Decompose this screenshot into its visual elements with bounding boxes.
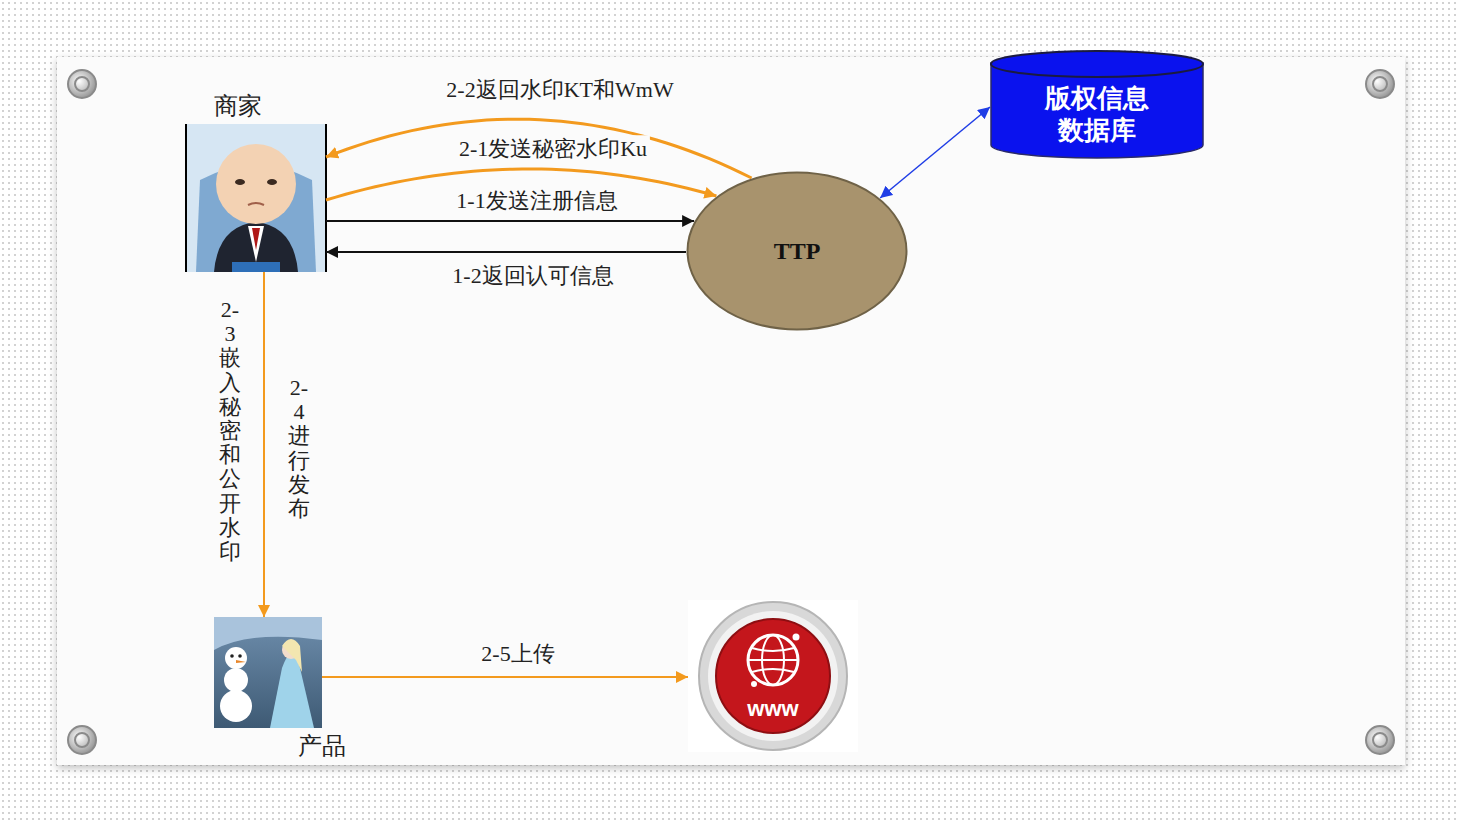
approval-arrow [326,251,686,253]
www-node: www [688,600,858,752]
card-panel [57,57,1405,765]
edge-label: 2-1发送秘密水印Ku [456,135,650,163]
merchant-node: 商家 [186,124,326,272]
www-icon [688,600,858,752]
product-node: 产品 [214,617,322,728]
merchant-picture [186,124,326,272]
product-picture [214,617,322,728]
ttp-ellipse: TTP [686,171,908,331]
node-text: 商家 [214,90,262,122]
database-link [880,107,990,198]
database-cylinder: 版权信息 数据库 [990,50,1204,158]
cylinder-top [991,51,1203,77]
screw-icons [68,70,1394,754]
edge-label: 2-2返回水印KT和WmW [443,76,676,104]
embed-arrow [263,272,265,617]
edge-label: 2-3嵌入秘密和公开水印 [219,298,241,564]
register-arrow [326,220,694,222]
edge-label: 1-1发送注册信息 [453,187,620,215]
edge-label: 1-2返回认可信息 [449,262,616,290]
ttp-shape [688,173,907,330]
return-watermark-arrow [326,119,752,178]
node-text: 产品 [298,730,346,762]
upload-arrow [322,676,688,678]
node-text: 版权信息 数据库 [1040,82,1154,147]
node-text: www [688,696,858,722]
node-text: TTP [774,238,821,265]
step-label: 2-4进行发布 [288,376,310,521]
edge-label: 2-5上传 [478,640,557,668]
